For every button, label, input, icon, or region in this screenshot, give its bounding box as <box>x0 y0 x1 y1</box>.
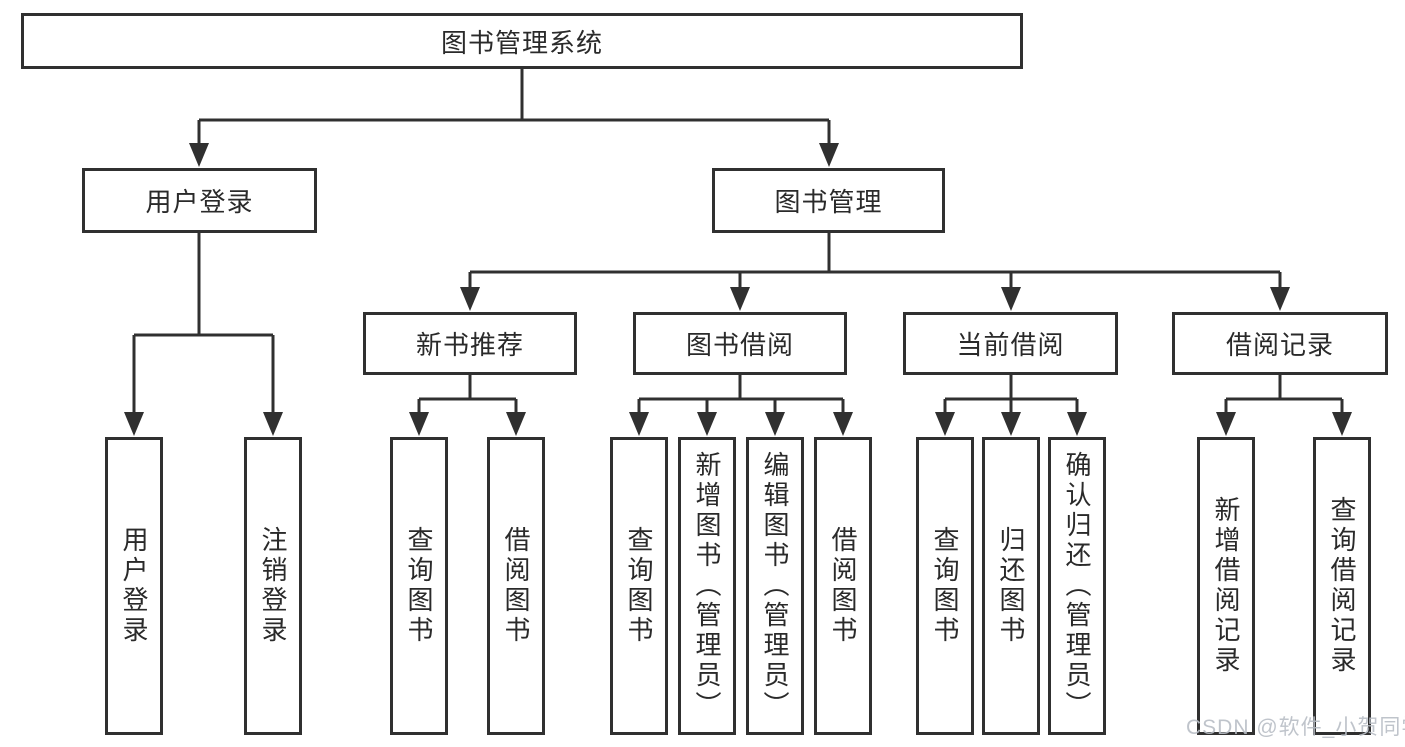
node-label: 借阅记录 <box>1225 330 1334 360</box>
leaf-label: 借阅图书 <box>828 526 858 646</box>
leaf-label: 归还图书 <box>996 526 1026 646</box>
arrowhead-down-icon <box>1216 412 1236 436</box>
arrowhead-down-icon <box>697 412 717 436</box>
leaf-label: 查询图书 <box>930 526 960 646</box>
leaf-label: 新增借阅记录 <box>1211 496 1241 676</box>
leaf-return-books: 归还图书 <box>982 437 1040 735</box>
arrowhead-down-icon <box>124 412 144 436</box>
node-label: 图书借阅 <box>685 330 794 360</box>
leaf-label: 确认归还（管理员） <box>1062 451 1092 721</box>
arrowhead-down-icon <box>189 143 209 167</box>
node-label: 图书管理 <box>774 187 883 217</box>
leaf-label: 编辑图书（管理员） <box>760 451 790 721</box>
leaf-edit-books-admin: 编辑图书（管理员） <box>746 437 804 735</box>
arrowhead-down-icon <box>506 412 526 436</box>
node-user-login: 用户登录 <box>82 168 317 233</box>
leaf-label: 查询借阅记录 <box>1327 496 1357 676</box>
leaf-add-books-admin: 新增图书（管理员） <box>678 437 736 735</box>
arrowheads <box>124 143 1352 436</box>
node-book-borrowing: 图书借阅 <box>633 312 847 375</box>
arrowhead-down-icon <box>460 287 480 311</box>
node-new-book-recommendation: 新书推荐 <box>363 312 577 375</box>
leaf-label: 查询图书 <box>404 526 434 646</box>
arrowhead-down-icon <box>263 412 283 436</box>
leaf-label: 借阅图书 <box>501 526 531 646</box>
leaf-recommend-query-books: 查询图书 <box>390 437 448 735</box>
node-book-management: 图书管理 <box>712 168 945 233</box>
leaf-label: 新增图书（管理员） <box>692 451 722 721</box>
node-label: 图书管理系统 <box>440 27 603 58</box>
node-current-borrowing: 当前借阅 <box>903 312 1118 375</box>
node-borrowing-records: 借阅记录 <box>1172 312 1388 375</box>
arrowhead-down-icon <box>765 412 785 436</box>
leaf-query-borrow-record: 查询借阅记录 <box>1313 437 1371 735</box>
leaf-user-login: 用户登录 <box>105 437 163 735</box>
arrowhead-down-icon <box>833 412 853 436</box>
leaf-recommend-borrow-books: 借阅图书 <box>487 437 545 735</box>
connector-segments <box>132 69 1344 415</box>
arrowhead-down-icon <box>935 412 955 436</box>
leaf-add-borrow-record: 新增借阅记录 <box>1197 437 1255 735</box>
node-label: 用户登录 <box>145 187 254 217</box>
arrowhead-down-icon <box>1270 287 1290 311</box>
arrowhead-down-icon <box>409 412 429 436</box>
leaf-label: 用户登录 <box>119 526 149 646</box>
leaf-label: 查询图书 <box>624 526 654 646</box>
node-label: 新书推荐 <box>415 330 524 360</box>
arrowhead-down-icon <box>730 287 750 311</box>
arrowhead-down-icon <box>1001 287 1021 311</box>
leaf-label: 注销登录 <box>258 526 288 646</box>
leaf-confirm-return-admin: 确认归还（管理员） <box>1048 437 1106 735</box>
leaf-logout: 注销登录 <box>244 437 302 735</box>
arrowhead-down-icon <box>629 412 649 436</box>
arrowhead-down-icon <box>1001 412 1021 436</box>
leaf-borrow-books: 借阅图书 <box>814 437 872 735</box>
arrowhead-down-icon <box>1067 412 1087 436</box>
arrowhead-down-icon <box>1332 412 1352 436</box>
leaf-current-query-books: 查询图书 <box>916 437 974 735</box>
node-library-management-system: 图书管理系统 <box>21 13 1023 69</box>
node-label: 当前借阅 <box>956 330 1065 360</box>
leaf-borrowing-query-books: 查询图书 <box>610 437 668 735</box>
arrowhead-down-icon <box>819 143 839 167</box>
csdn-watermark: CSDN @软件_小贺同学 <box>1186 716 1405 739</box>
